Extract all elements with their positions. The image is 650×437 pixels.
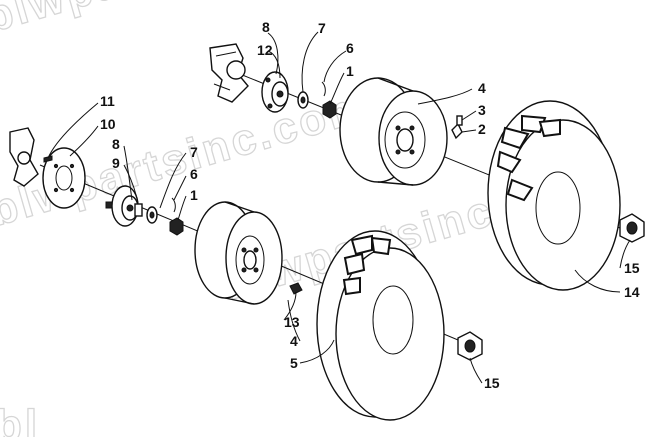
rear-washer <box>297 91 309 109</box>
rear-hub <box>261 71 289 113</box>
callout-rear-3: 3 <box>478 102 486 118</box>
callout-labels: 8 12 7 6 1 4 3 2 11 10 8 9 7 6 1 13 4 5 … <box>100 19 640 391</box>
front-lug-nut <box>457 331 483 361</box>
callout-front-11: 11 <box>100 93 115 109</box>
callout-rear-15: 15 <box>624 260 640 276</box>
callout-front-10: 10 <box>100 116 116 132</box>
rear-rim <box>339 77 448 186</box>
front-cotter-pin <box>171 197 176 213</box>
rear-cotter-pin <box>321 81 326 97</box>
front-spacer <box>134 203 143 217</box>
front-washer <box>146 206 158 224</box>
callout-rear-8: 8 <box>262 19 270 35</box>
callout-rear-14: 14 <box>624 284 640 300</box>
rear-axle-nut <box>322 100 337 119</box>
front-knuckle <box>9 127 39 187</box>
watermark-line-1: blwpartsinc <box>0 0 260 42</box>
callout-leaders <box>47 31 631 384</box>
callout-front-7: 7 <box>190 144 198 160</box>
front-tire <box>316 230 445 421</box>
callout-rear-4: 4 <box>478 80 486 96</box>
callout-rear-1: 1 <box>346 63 354 79</box>
rear-lug-nut <box>619 213 645 243</box>
callout-front-1: 1 <box>190 187 198 203</box>
callout-rear-7: 7 <box>318 20 326 36</box>
rear-knuckle <box>209 43 249 103</box>
rear-valve-stem <box>451 115 463 140</box>
front-valve-stem <box>289 282 303 295</box>
callout-front-13: 13 <box>284 314 300 330</box>
callout-front-4: 4 <box>290 333 298 349</box>
callout-rear-2: 2 <box>478 121 486 137</box>
watermark-line-4: bl <box>0 401 40 437</box>
rear-tire <box>487 100 621 291</box>
front-axle-nut <box>169 217 184 236</box>
callout-rear-12: 12 <box>257 42 273 58</box>
callout-front-5: 5 <box>290 355 298 371</box>
brake-disc-screw <box>43 155 53 163</box>
callout-front-9: 9 <box>112 155 120 171</box>
callout-front-8: 8 <box>112 136 120 152</box>
callout-front-15: 15 <box>484 375 500 391</box>
callout-front-6: 6 <box>190 166 198 182</box>
callout-rear-6: 6 <box>346 40 354 56</box>
brake-disc <box>42 147 86 209</box>
front-rim <box>194 201 283 305</box>
